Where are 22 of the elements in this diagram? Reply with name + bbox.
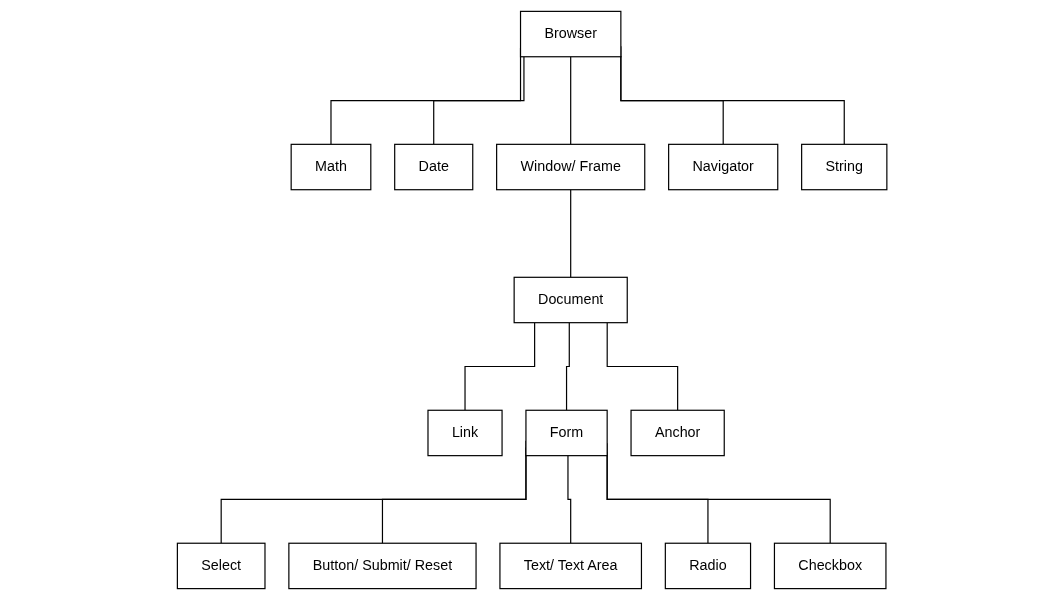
node-box: Browser <box>519 10 622 58</box>
connector <box>565 322 570 411</box>
node-box: Form <box>525 409 608 457</box>
node-box: Select <box>176 542 266 590</box>
connector <box>567 455 572 544</box>
node-box: Math <box>290 143 372 191</box>
node-box: Anchor <box>630 409 725 457</box>
node-box: Link <box>427 409 503 457</box>
node-box: Text/ Text Area <box>499 542 642 590</box>
connector <box>433 56 525 145</box>
node-box: Document <box>513 276 628 324</box>
node-box: Checkbox <box>773 542 887 590</box>
node-box: Radio <box>664 542 752 590</box>
node-box: Date <box>393 143 474 191</box>
node-box: String <box>800 143 888 191</box>
node-box: Button/ Submit/ Reset <box>288 542 477 590</box>
connector <box>606 322 679 411</box>
connector <box>569 56 572 145</box>
connector <box>569 189 572 278</box>
node-box: Navigator <box>667 143 779 191</box>
node-box: Window/ Frame <box>495 143 646 191</box>
connector <box>464 322 536 411</box>
